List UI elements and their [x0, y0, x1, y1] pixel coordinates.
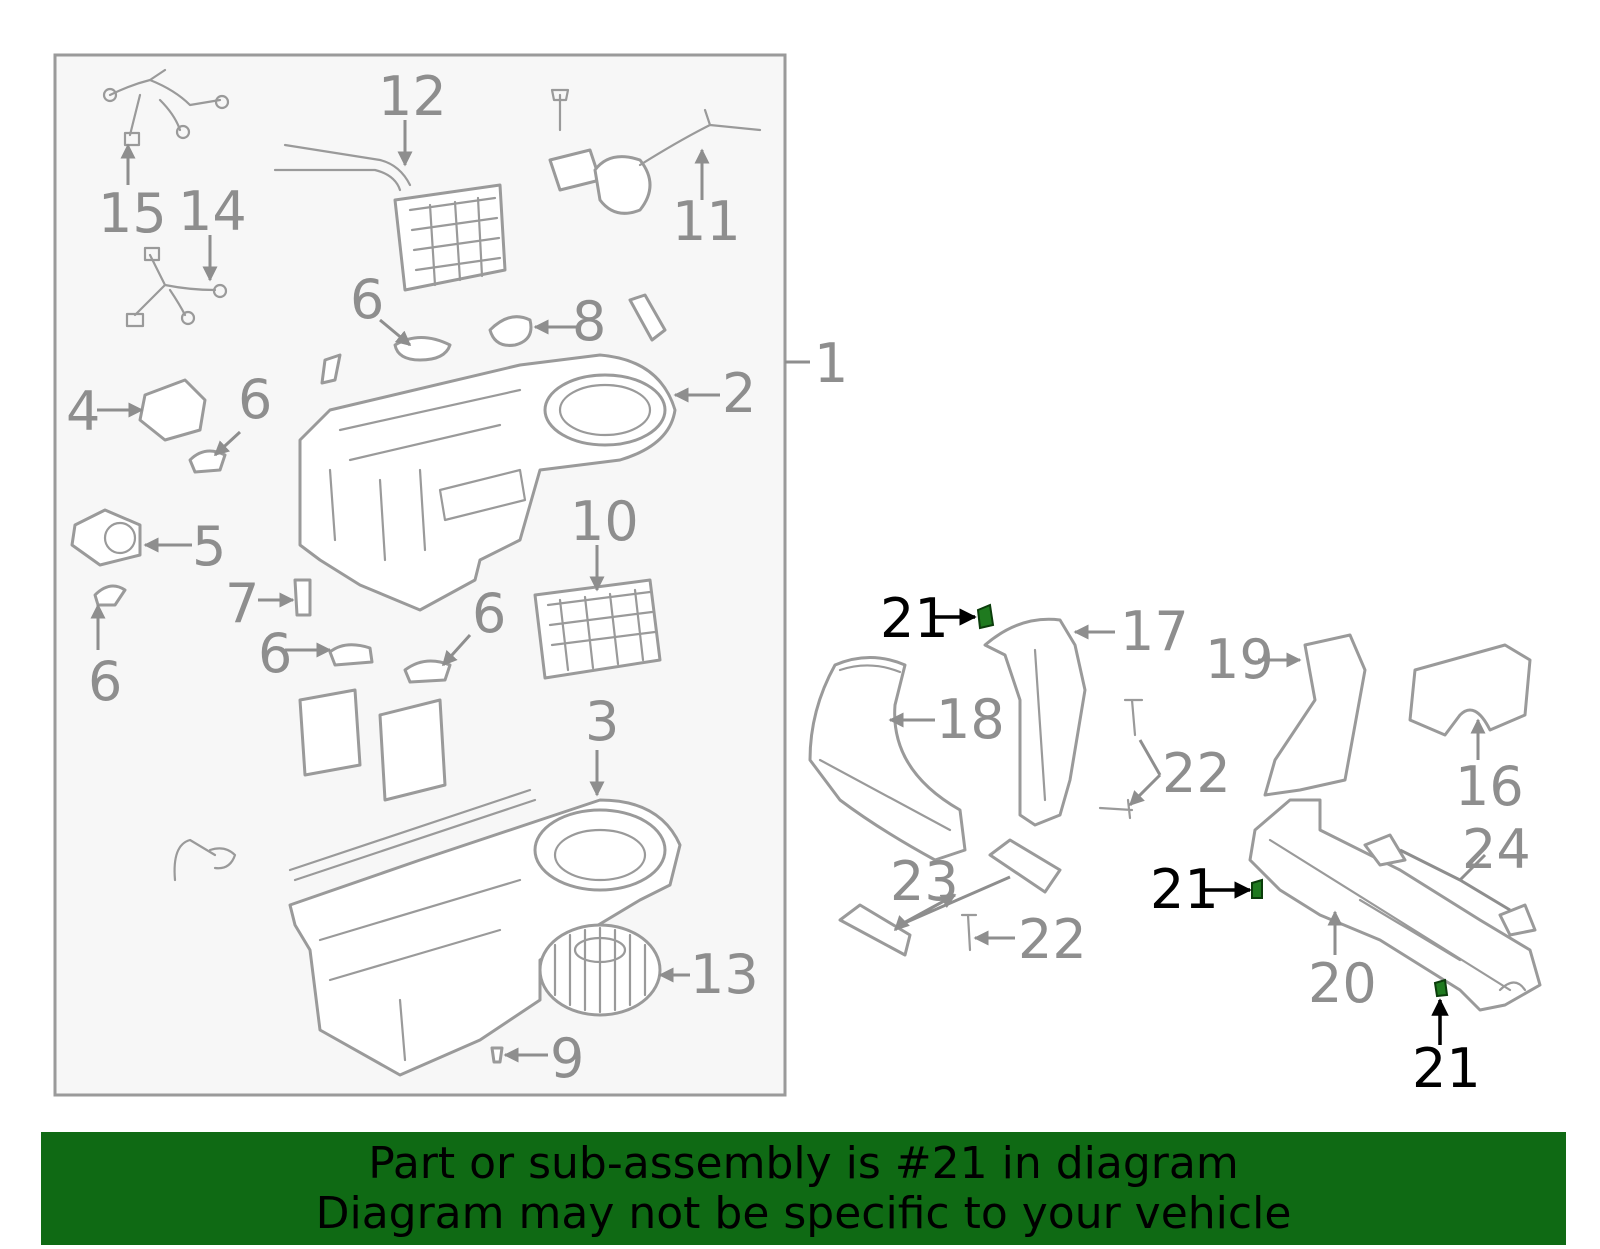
- clip-21-bottom: [1433, 978, 1449, 998]
- screw-22-upper: [1123, 698, 1144, 737]
- callout-4: 4: [66, 380, 100, 443]
- duct-19: [1263, 633, 1367, 797]
- callout-1: 1: [814, 332, 848, 395]
- actuator-8: [488, 315, 533, 347]
- screw-22-lower: [960, 913, 978, 952]
- actuator-4: [138, 378, 207, 442]
- clip-21-mid: [1251, 878, 1263, 899]
- callout-2: 2: [722, 362, 756, 425]
- bracket: [628, 293, 667, 342]
- callout-24: 24: [1462, 818, 1531, 881]
- duct-18: [808, 656, 967, 862]
- callout-19: 19: [1205, 628, 1274, 691]
- seal-6: [188, 449, 227, 474]
- callout-3: 3: [585, 690, 619, 753]
- sensor-7: [293, 578, 312, 617]
- callout-15: 15: [98, 182, 167, 245]
- duct-16: [1408, 643, 1532, 737]
- banner-line-1: Part or sub-assembly is #21 in diagram: [368, 1137, 1239, 1189]
- callout-9: 9: [550, 1027, 584, 1090]
- evaporator-core-right: [378, 698, 447, 802]
- callout-16: 16: [1455, 755, 1524, 818]
- callout-21-top: 21: [880, 587, 949, 650]
- callout-21-bottom: 21: [1412, 1037, 1481, 1100]
- callout-7: 7: [225, 572, 259, 635]
- vent-grille-23: [988, 838, 1062, 894]
- info-banner: Part or sub-assembly is #21 in diagram D…: [41, 1132, 1566, 1245]
- heater-case-2: [298, 353, 677, 612]
- callout-12: 12: [378, 65, 447, 128]
- callout-10: 10: [570, 490, 639, 553]
- vent-grille-23-lower: [838, 903, 912, 957]
- heater-core-12: [273, 143, 507, 292]
- callout-22-a: 22: [1162, 742, 1231, 805]
- banner-line-2: Diagram may not be specific to your vehi…: [315, 1187, 1292, 1239]
- clip: [320, 353, 342, 385]
- callout-6-a: 6: [350, 268, 384, 331]
- callout-11: 11: [672, 190, 741, 253]
- wire-harness-15: [102, 68, 230, 147]
- callout-18: 18: [936, 688, 1005, 751]
- callout-21-mid: 21: [1150, 858, 1219, 921]
- duct-17: [983, 617, 1087, 827]
- cabin-filter-10: [533, 578, 662, 680]
- callout-20: 20: [1308, 952, 1377, 1015]
- clip-21-top: [976, 603, 995, 630]
- screw-22-mid: [1098, 798, 1134, 820]
- seal-6-mid-right: [403, 659, 452, 684]
- blower-motor-13: [538, 923, 662, 1017]
- callout-6-c: 6: [88, 650, 122, 713]
- callout-6-b: 6: [238, 368, 272, 431]
- blower-harness-11: [548, 88, 762, 215]
- lower-case-3: [288, 788, 682, 1077]
- duct-20: [1248, 798, 1542, 1012]
- callout-22-b: 22: [1018, 908, 1087, 971]
- callout-13: 13: [690, 943, 759, 1006]
- callout-6-e: 6: [472, 582, 506, 645]
- evaporator-core-left: [298, 688, 362, 777]
- callout-5: 5: [192, 515, 226, 578]
- callout-14: 14: [178, 180, 247, 243]
- drain-hose: [173, 838, 237, 882]
- seal-6-mid-left: [328, 643, 374, 667]
- screw-9: [490, 1046, 504, 1064]
- callout-23: 23: [890, 850, 959, 913]
- wire-harness-14: [125, 246, 228, 328]
- callout-8: 8: [572, 290, 606, 353]
- vent-24-left: [1363, 833, 1407, 867]
- vent-24-right: [1498, 903, 1537, 937]
- callout-6-d: 6: [258, 622, 292, 685]
- callout-17: 17: [1120, 600, 1189, 663]
- seal-6-left: [93, 584, 127, 607]
